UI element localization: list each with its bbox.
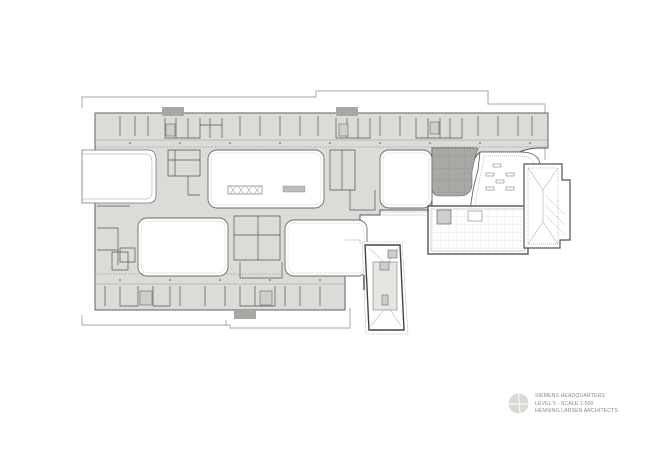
west-wing-rooms [97,205,136,271]
central-cores [167,149,376,279]
site-outline [81,90,546,329]
skybridges [227,185,306,195]
east-roof-block [427,205,529,255]
atrium-dark [431,147,479,197]
north-wing-rooms [95,116,548,141]
courtyard-south-right [284,219,368,277]
east-tower [523,163,571,249]
courtyard-north-center [207,149,325,209]
level-scale: LEVEL 5 - SCALE 1:500 [535,400,594,407]
curved-atrium [469,151,541,213]
connectors [345,211,428,244]
courtyard-south-left [137,217,229,277]
columns [119,142,531,281]
north-arrow-circle-icon [508,393,529,414]
courtyard-east [379,149,433,209]
architect-credit: HENNING LARSEN ARCHITECTS [535,408,618,415]
roof-hatches [162,107,358,319]
project-title: SIEMENS HEADQUARTERS [535,393,605,399]
courtyard-left-edge [81,149,157,204]
legend: SIEMENS HEADQUARTERS LEVEL 5 - SCALE 1:5… [508,393,648,423]
south-tower [361,241,409,335]
courtyards [137,149,433,277]
legend-text: SIEMENS HEADQUARTERS LEVEL 5 - SCALE 1:5… [535,393,618,416]
south-wing-rooms [95,283,345,307]
